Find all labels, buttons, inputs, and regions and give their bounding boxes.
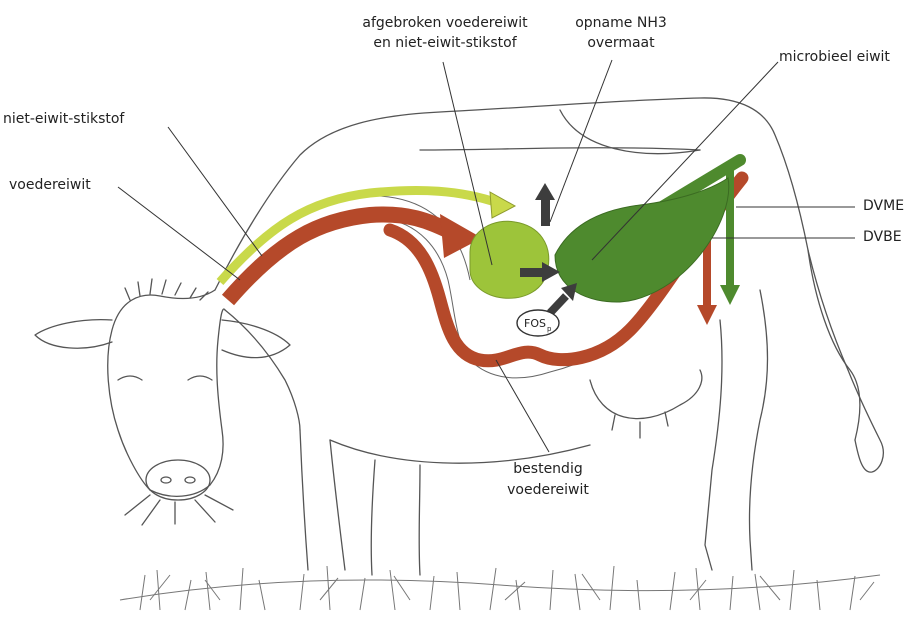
nh3-uptake-arrow-shaft [541,198,550,226]
leader-opname [550,60,612,222]
nh3-uptake-arrowhead [535,183,555,200]
label-afgebroken-line1: afgebroken voedereiwit [333,14,557,33]
label-dvme: DVME [863,197,904,216]
label-opname-line2: overmaat [566,34,676,53]
leader-bestendig [496,360,549,452]
rumen-to-microbial-arrow-shaft [520,268,544,277]
grass-sketch [120,566,880,610]
label-opname-line1: opname NH3 [566,14,676,33]
fos-text: FOS [524,317,546,330]
nonprotein-nitrogen-arrowhead [490,192,515,218]
fos-subscript: p [547,325,552,333]
dvme-arrowhead [720,285,740,305]
label-dvbe: DVBE [863,228,902,247]
dvbe-arrowhead [697,305,717,325]
label-bestendig-line1: bestendig [488,460,608,479]
label-microbieel-eiwit: microbieel eiwit [779,48,890,67]
label-bestendig-line2: voedereiwit [488,481,608,500]
label-niet-eiwit-stikstof: niet-eiwit-stikstof [3,110,124,129]
fos-arrow-shaft [550,296,566,313]
rumen-blob [470,221,549,298]
leader-niet-eiwit [168,127,262,256]
label-afgebroken-line2: en niet-eiwit-stikstof [333,34,557,53]
label-voedereiwit: voedereiwit [9,176,91,195]
microbial-blob [555,178,729,302]
